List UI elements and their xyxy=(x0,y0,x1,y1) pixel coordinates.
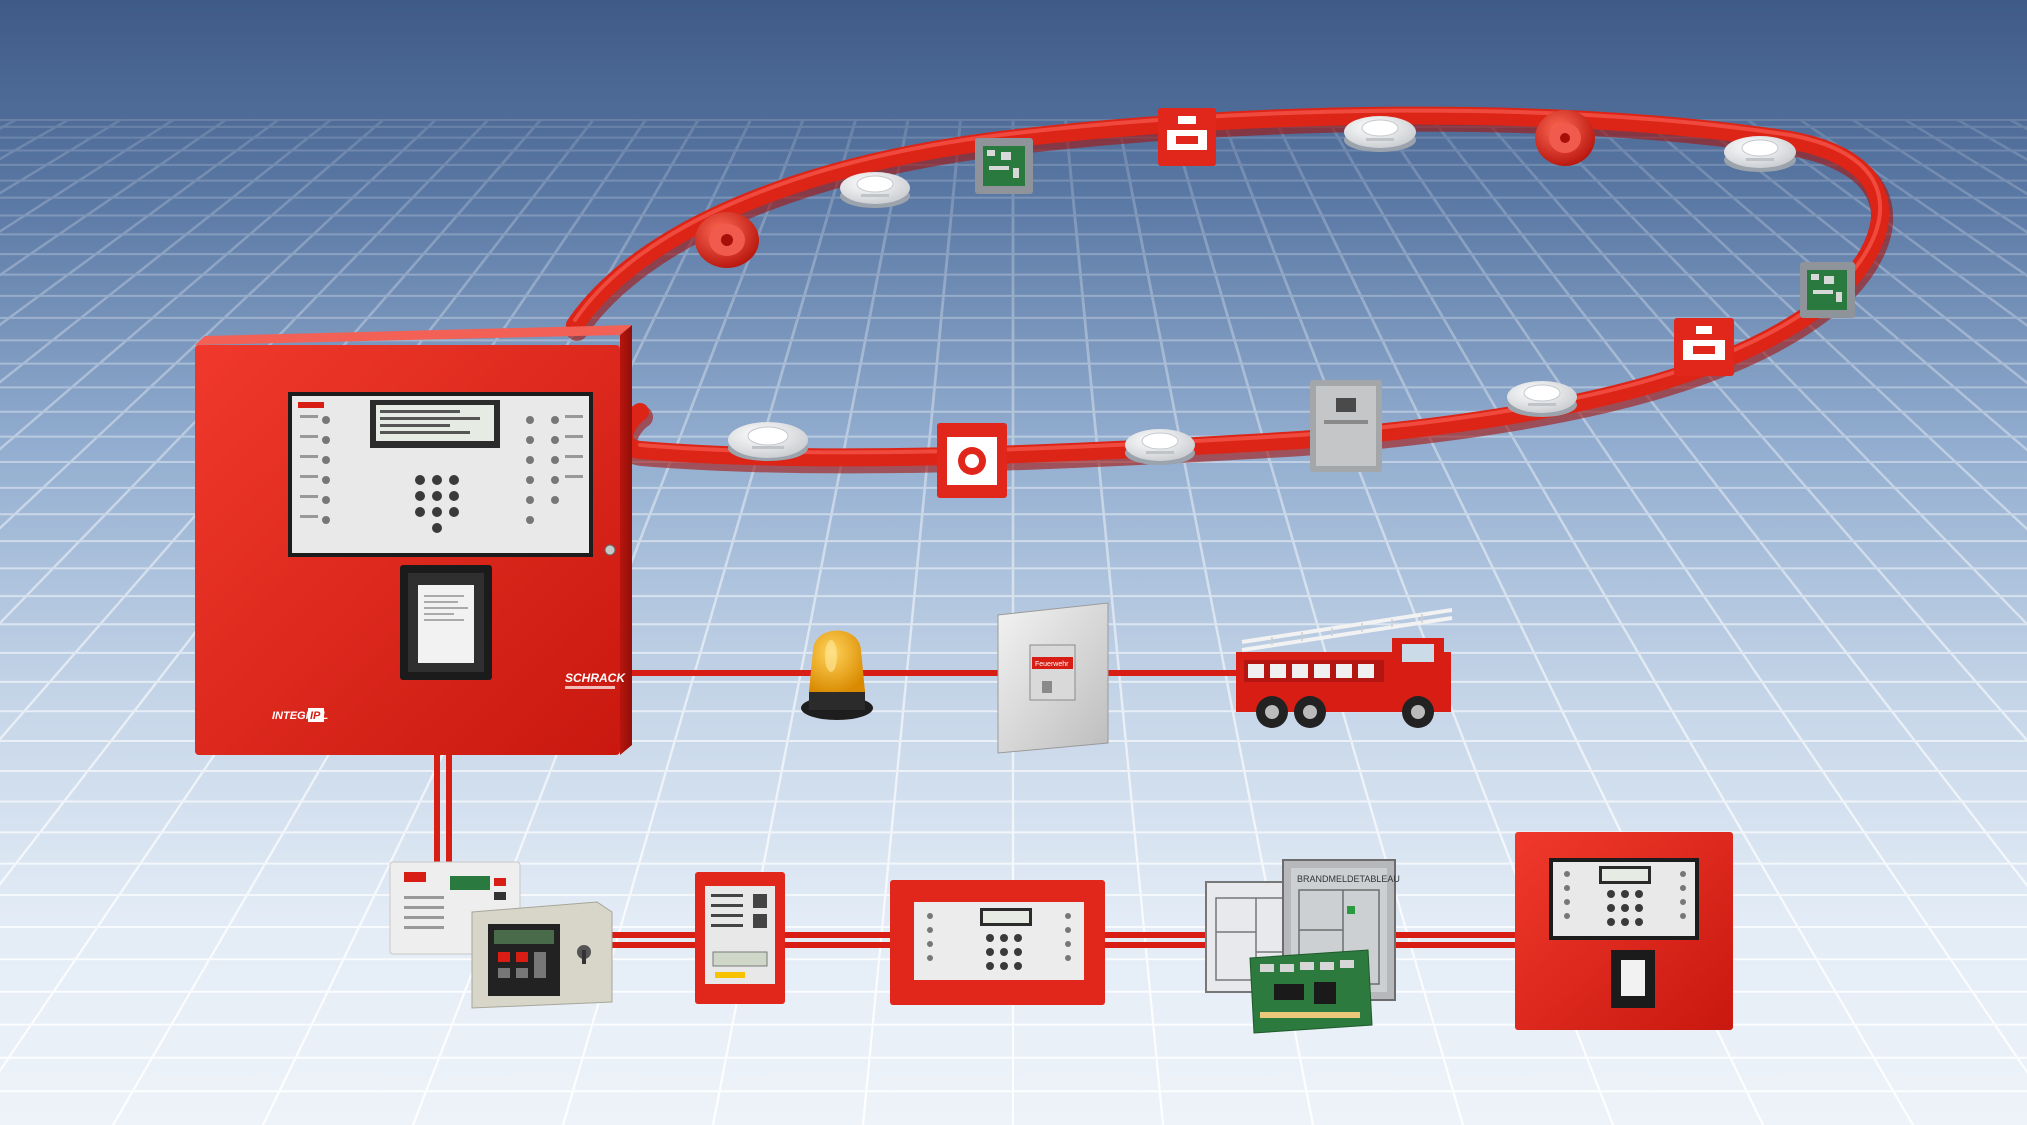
fire-brigade-operating-panel-icon xyxy=(471,901,613,1009)
secondary-fire-alarm-control-panel-icon xyxy=(1515,832,1733,1030)
manual-call-point-icon xyxy=(1674,318,1734,376)
panel-brand-label: SCHRACK xyxy=(565,671,626,685)
smoke-detector-icon xyxy=(1125,429,1195,465)
smoke-detector-icon xyxy=(1724,136,1796,172)
key-box-label: Feuerwehr xyxy=(1035,661,1069,668)
input-output-module-icon xyxy=(1800,262,1855,318)
smoke-detector-icon xyxy=(1507,381,1577,417)
repeater-panel-wide-icon xyxy=(890,880,1105,1005)
beacon-light-icon xyxy=(801,630,873,720)
floor-plan-title: BRANDMELDETABLEAU xyxy=(1297,874,1400,884)
smoke-detector-icon xyxy=(840,172,910,208)
alarm-sounder-icon xyxy=(695,212,759,268)
circuit-board-icon xyxy=(1249,949,1373,1034)
panel-product-suffix: IP xyxy=(310,710,321,722)
smoke-detector-icon xyxy=(1344,116,1416,152)
keypad xyxy=(415,475,459,533)
manual-call-point-icon xyxy=(937,423,1007,498)
manual-call-point-icon xyxy=(1158,108,1216,166)
fire-truck-icon xyxy=(1236,608,1453,728)
gas-detector-module-icon xyxy=(1310,380,1382,472)
fire-brigade-key-box-icon: Feuerwehr xyxy=(997,602,1109,754)
alarm-sounder-icon xyxy=(1535,110,1595,166)
repeater-panel-small-icon xyxy=(695,872,785,1004)
main-fire-alarm-control-panel: SCHRACK INTEGRAL IP xyxy=(195,325,632,755)
smoke-detector-icon xyxy=(728,422,808,461)
input-output-module-icon xyxy=(975,138,1033,194)
